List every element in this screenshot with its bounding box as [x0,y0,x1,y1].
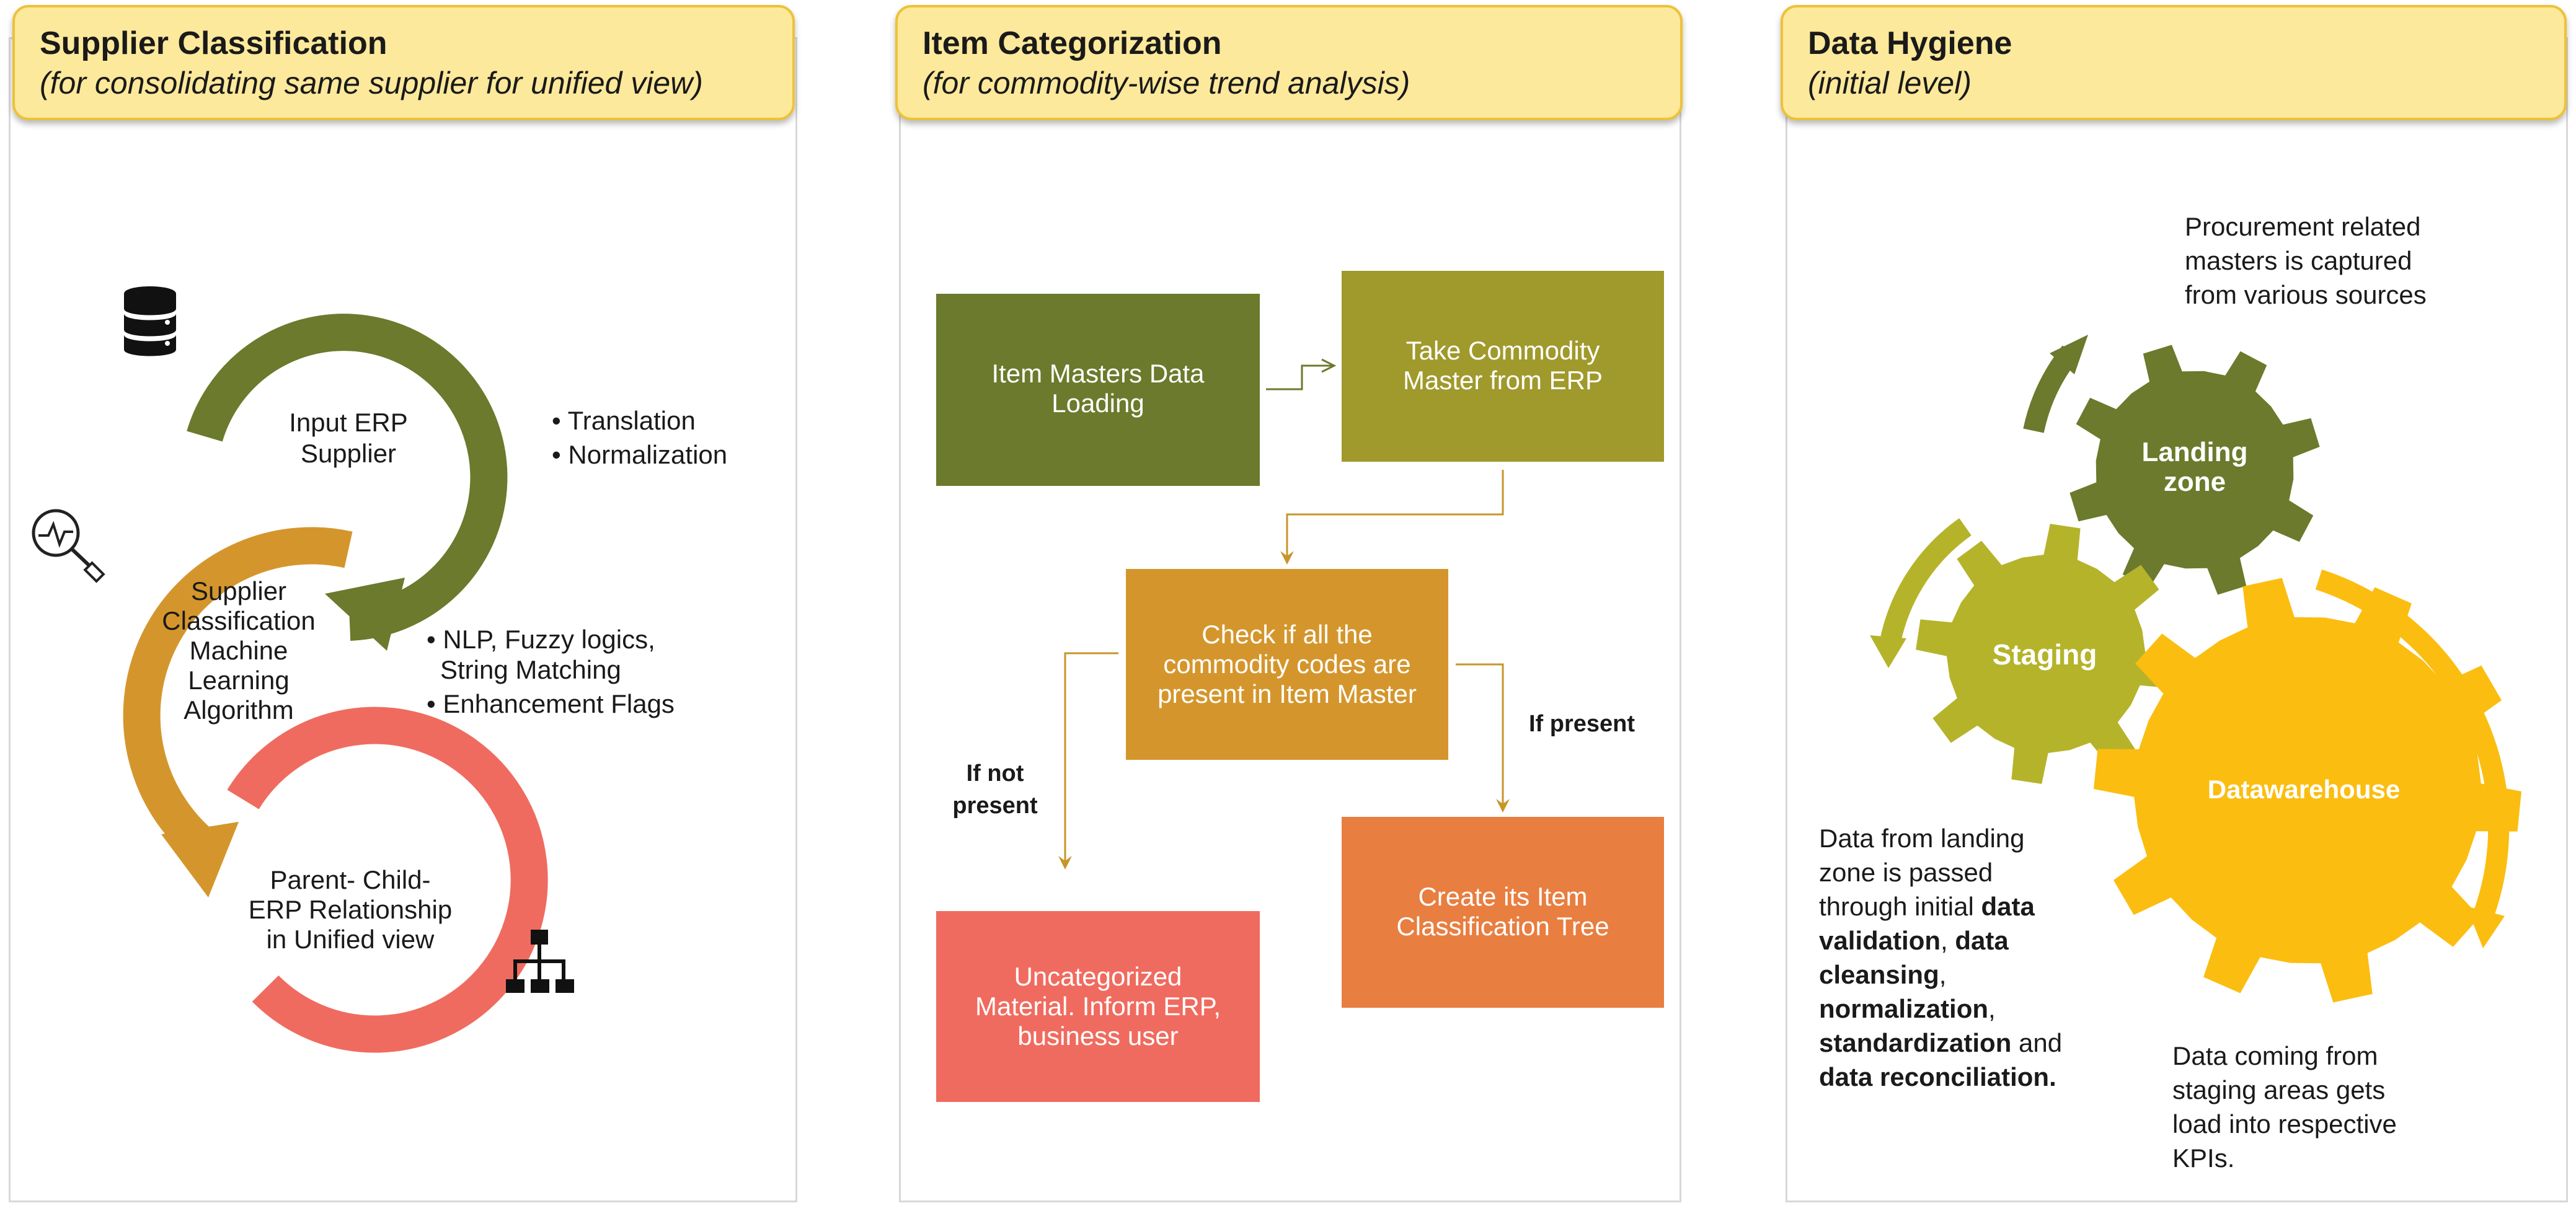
svg-text:Classification Tree: Classification Tree [1396,912,1609,941]
supplier-subtitle: (for consolidating same supplier for uni… [40,66,703,100]
bullet-nlp: • NLP, Fuzzy logics, [427,625,655,654]
hygiene-subtitle: (initial level) [1808,66,1972,100]
bullets-translation: • Translation • Normalization [552,406,727,469]
svg-text:zone: zone [2164,467,2226,497]
ring3-label: Parent- Child- ERP Relationship in Unifi… [249,865,452,954]
flow-connectors [1058,358,1510,870]
svg-text:Landing: Landing [2141,437,2247,467]
arc-arrow-top [2023,335,2088,433]
gear-landing-zone [2069,345,2320,595]
svg-text:Take Commodity: Take Commodity [1406,336,1600,365]
box-item-masters-loading: Item Masters Data Loading [936,294,1260,486]
ring1-line-1: Input ERP [289,408,407,437]
ring1-line-2: Supplier [301,439,396,468]
svg-text:Uncategorized: Uncategorized [1014,962,1182,991]
box-uncategorized: Uncategorized Material. Inform ERP, busi… [936,911,1260,1102]
ring2-line-5: Algorithm [184,695,293,725]
box-take-commodity: Take Commodity Master from ERP [1342,271,1664,462]
note-landing-line: normalization, [1819,994,1996,1023]
note-landing-line: validation, data [1819,926,2009,955]
ring-ml-algorithm [123,527,353,897]
gear-staging-label: Staging [1993,638,2097,671]
svg-text:business user: business user [1017,1021,1178,1051]
gear-landing-label: Landing zone [2141,437,2247,497]
ring2-line-3: Machine [190,636,288,665]
svg-text:Loading: Loading [1051,389,1144,418]
ring2-label: Supplier Classification Machine Learning… [162,576,315,725]
svg-text:Master from ERP: Master from ERP [1403,366,1603,395]
svg-text:Check if all the: Check if all the [1202,620,1372,649]
note-staging-kpis: Data coming from staging areas gets load… [2172,1041,2397,1173]
svg-text:Create its Item: Create its Item [1418,882,1587,911]
ring1-label: Input ERP Supplier [289,408,407,468]
ring2-line-4: Learning [188,666,289,695]
note-landing-zone: Data from landing zone is passed through i… [1819,824,2062,1091]
item-subtitle: (for commodity-wise trend analysis) [923,66,1410,100]
box-check-commodity: Check if all the commodity codes are pre… [1126,569,1448,760]
svg-text:Item Masters Data: Item Masters Data [991,359,1205,388]
item-title: Item Categorization [923,25,1222,61]
svg-text:present in Item Master: present in Item Master [1157,679,1417,708]
svg-text:Procurement related: Procurement related [2185,212,2421,241]
supplier-header: Supplier Classification (for consolidati… [12,5,795,120]
note-landing-line: zone is passed [1819,858,1993,887]
bullets-nlp: • NLP, Fuzzy logics, String Matching • E… [427,625,675,718]
box-create-tree: Create its Item Classification Tree [1342,817,1664,1008]
svg-text:KPIs.: KPIs. [2172,1143,2234,1173]
ring3-line-1: Parent- Child- [270,865,430,894]
svg-text:Material. Inform ERP,: Material. Inform ERP, [975,992,1221,1021]
ring2-line-1: Supplier [191,576,286,606]
bullet-nlp-cont: String Matching [440,655,621,684]
ring-input-erp [187,314,508,651]
ring-parent-child [227,707,548,1053]
database-icon [124,286,176,356]
note-landing-line: data reconciliation. [1819,1062,2056,1091]
svg-text:Data coming from: Data coming from [2172,1041,2378,1070]
bullet-normalization: • Normalization [552,440,727,469]
svg-text:commodity codes are: commodity codes are [1163,650,1410,679]
gear-datawarehouse [2094,578,2521,1003]
svg-text:masters is captured: masters is captured [2185,246,2412,275]
hierarchy-icon [506,930,574,993]
ring3-line-3: in Unified view [267,925,435,954]
hygiene-panel [1786,37,2568,1202]
bullet-enhancement: • Enhancement Flags [427,689,675,718]
bullet-translation: • Translation [552,406,696,435]
svg-text:from various sources: from various sources [2185,280,2427,309]
note-landing-line: through initial data [1819,892,2035,921]
note-procurement: Procurement related masters is captured … [2185,212,2427,309]
item-header: Item Categorization (for commodity-wise … [895,5,1683,120]
svg-text:staging areas gets: staging areas gets [2172,1075,2385,1104]
arc-arrow-left [1870,518,1972,668]
hygiene-header: Data Hygiene (initial level) [1781,5,2567,120]
gear-staging [1916,524,2176,784]
analytics-search-icon [32,509,105,583]
hygiene-title: Data Hygiene [1808,25,2012,61]
svg-text:If not: If not [967,760,1024,786]
note-landing-line: cleansing, [1819,960,1946,989]
label-if-not-present: If not present [952,760,1038,819]
gear-dw-label: Datawarehouse [2208,775,2400,804]
supplier-title: Supplier Classification [40,25,387,61]
label-if-present: If present [1529,711,1635,737]
ring2-line-2: Classification [162,606,315,635]
note-landing-line: Data from landing [1819,824,2025,853]
ring3-line-2: ERP Relationship [249,895,452,924]
svg-text:load into respective: load into respective [2172,1109,2397,1139]
svg-text:present: present [952,793,1038,819]
note-landing-line: standardization and [1819,1028,2062,1057]
